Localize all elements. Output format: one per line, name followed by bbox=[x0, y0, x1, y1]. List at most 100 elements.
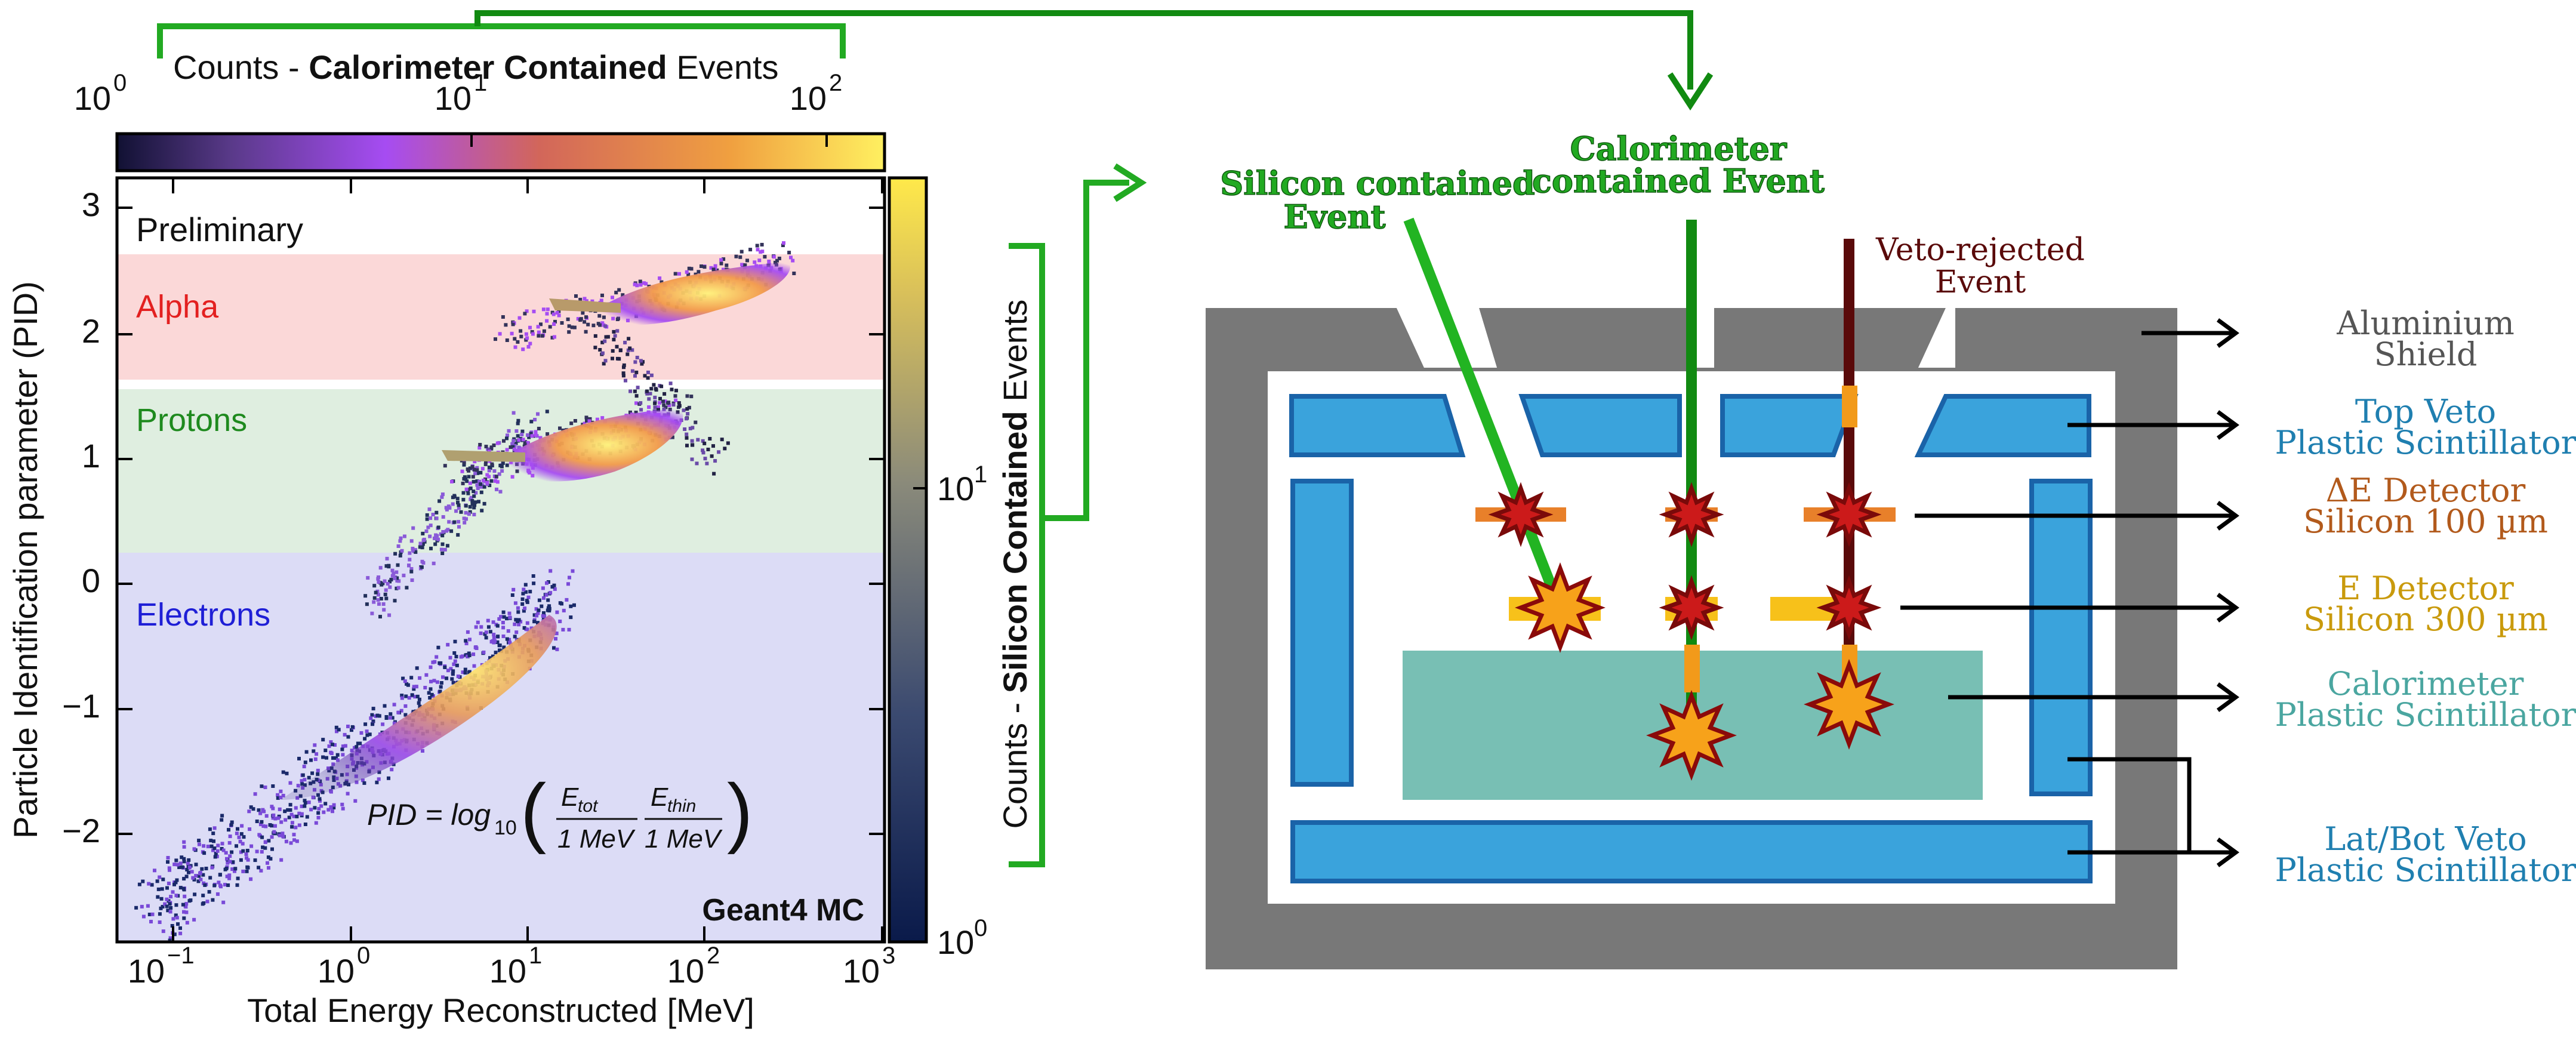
connector-arrows bbox=[157, 10, 1714, 867]
event-point bbox=[532, 309, 536, 313]
event-point bbox=[520, 433, 524, 436]
event-point bbox=[464, 477, 468, 481]
event-point bbox=[472, 664, 476, 668]
event-point bbox=[273, 817, 278, 821]
event-point bbox=[175, 863, 180, 867]
event-point bbox=[445, 507, 449, 512]
event-point bbox=[375, 713, 380, 717]
event-point bbox=[395, 570, 399, 574]
event-point bbox=[519, 334, 523, 338]
event-point bbox=[258, 823, 263, 827]
event-point bbox=[437, 499, 442, 503]
event-point bbox=[466, 491, 470, 495]
event-point bbox=[429, 546, 433, 550]
event-point bbox=[490, 462, 494, 466]
event-point bbox=[140, 904, 144, 908]
event-point bbox=[772, 255, 776, 259]
event-point bbox=[611, 356, 614, 361]
event-point bbox=[183, 894, 187, 898]
event-point bbox=[382, 608, 386, 612]
event-point bbox=[171, 890, 175, 894]
event-point bbox=[711, 267, 716, 272]
colorbar-right-ticks bbox=[913, 487, 926, 943]
event-point bbox=[341, 744, 345, 749]
event-point bbox=[567, 627, 571, 632]
event-point bbox=[245, 856, 249, 860]
event-point bbox=[178, 861, 183, 866]
event-point bbox=[411, 547, 415, 550]
detector-diagram: Silicon contained Event Calorimeter cont… bbox=[1206, 129, 2576, 969]
event-point bbox=[453, 659, 457, 663]
event-point bbox=[335, 729, 338, 734]
event-point bbox=[402, 534, 406, 538]
event-point bbox=[383, 592, 387, 596]
event-point bbox=[670, 387, 674, 392]
event-point bbox=[452, 520, 457, 524]
event-point bbox=[603, 324, 608, 328]
event-point bbox=[529, 420, 534, 424]
event-point bbox=[294, 806, 298, 810]
x-tick-label: 10 bbox=[667, 952, 704, 990]
event-point bbox=[260, 835, 264, 839]
event-point bbox=[639, 408, 643, 412]
event-point bbox=[350, 728, 353, 732]
event-point bbox=[429, 665, 433, 669]
event-point bbox=[621, 371, 625, 375]
event-point bbox=[509, 445, 513, 449]
event-point bbox=[457, 503, 461, 507]
event-point bbox=[514, 429, 519, 433]
event-point bbox=[468, 505, 472, 509]
event-point bbox=[527, 435, 531, 439]
event-point bbox=[480, 509, 484, 513]
event-point bbox=[600, 351, 605, 355]
geant4-label: Geant4 MC bbox=[702, 893, 864, 928]
event-point bbox=[379, 597, 383, 600]
event-point bbox=[263, 846, 267, 850]
event-point bbox=[266, 855, 270, 860]
event-point bbox=[229, 823, 233, 827]
event-point bbox=[388, 716, 392, 720]
event-point bbox=[644, 282, 648, 286]
event-point bbox=[383, 704, 387, 708]
event-point bbox=[560, 321, 564, 325]
event-point bbox=[165, 897, 169, 901]
event-point bbox=[160, 887, 164, 891]
event-point bbox=[553, 335, 556, 339]
event-point bbox=[432, 679, 436, 683]
event-point bbox=[249, 805, 253, 809]
event-point bbox=[309, 808, 313, 812]
event-point bbox=[486, 618, 490, 623]
preliminary-label: Preliminary bbox=[136, 211, 303, 248]
event-point bbox=[663, 399, 667, 404]
event-point bbox=[231, 860, 235, 864]
event-point bbox=[482, 501, 486, 506]
event-point bbox=[492, 633, 496, 637]
event-point bbox=[521, 347, 525, 352]
event-point bbox=[199, 877, 203, 882]
event-point bbox=[523, 442, 527, 446]
event-point bbox=[273, 824, 277, 828]
event-point bbox=[449, 529, 454, 533]
event-point bbox=[303, 804, 307, 808]
event-point bbox=[387, 613, 392, 617]
event-point bbox=[203, 883, 207, 887]
event-point bbox=[435, 655, 439, 659]
event-point bbox=[150, 883, 154, 887]
event-point bbox=[310, 771, 315, 775]
event-point bbox=[182, 860, 186, 864]
event-point bbox=[599, 298, 603, 303]
formula-den1: 1 MeV bbox=[557, 824, 636, 854]
event-point bbox=[441, 530, 445, 534]
plot-frame bbox=[115, 176, 886, 944]
event-point bbox=[172, 882, 176, 886]
event-point bbox=[476, 620, 480, 624]
event-point bbox=[683, 427, 687, 431]
event-point bbox=[400, 696, 404, 700]
event-point bbox=[206, 845, 210, 849]
event-point bbox=[166, 908, 170, 913]
event-point bbox=[661, 399, 665, 404]
event-point bbox=[353, 799, 358, 803]
event-point bbox=[220, 842, 224, 846]
event-point bbox=[753, 260, 757, 264]
event-point bbox=[443, 666, 447, 669]
